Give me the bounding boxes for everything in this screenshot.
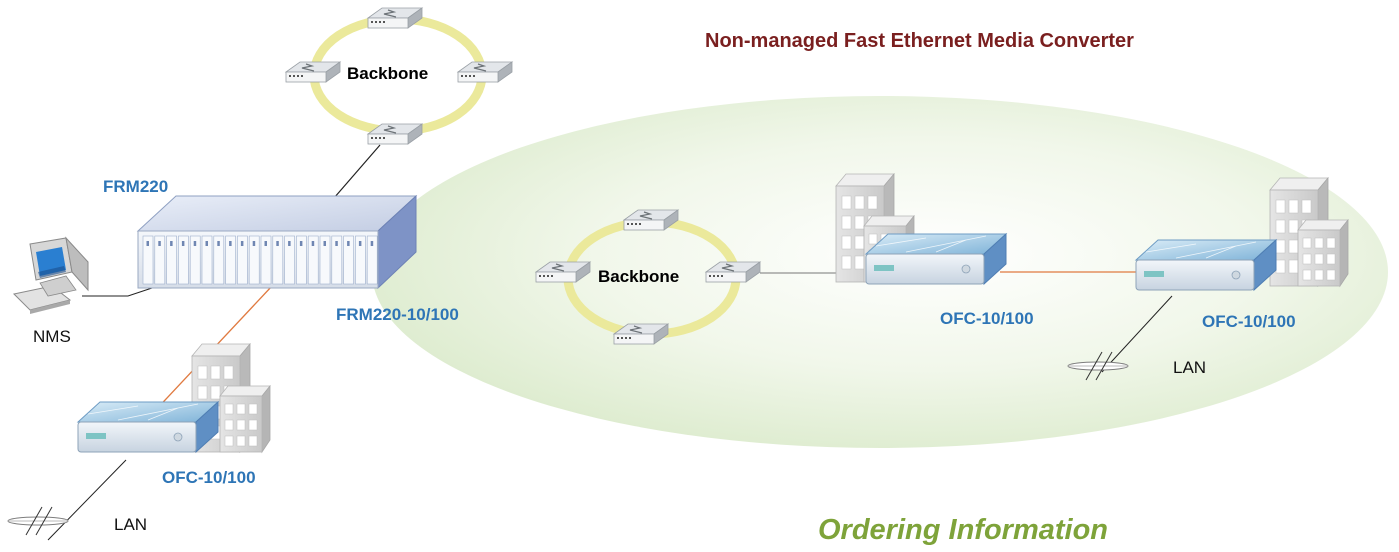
chassis-slot — [154, 235, 166, 285]
chassis-slot — [189, 235, 201, 285]
chassis-slot — [166, 235, 177, 285]
chassis-slot-led — [252, 241, 256, 246]
lan-left-label: LAN — [114, 515, 148, 534]
chassis-slot — [331, 235, 343, 285]
chassis-slot — [343, 235, 354, 285]
backbone-ring-left — [285, 7, 513, 145]
chassis-slot-led — [181, 241, 185, 246]
ofc-converter-left-icon — [77, 401, 219, 453]
chassis-slot-led — [335, 241, 338, 246]
lan-right-label: LAN — [1173, 358, 1207, 377]
chassis-slot-led — [323, 241, 326, 246]
chassis-slot — [225, 235, 236, 285]
links — [47, 144, 1173, 541]
backbone-left-label: Backbone — [347, 64, 429, 83]
chassis-slot — [201, 235, 213, 285]
link-ring-to-frm220 — [333, 144, 381, 199]
chassis-slot — [237, 235, 248, 285]
link-ofc-right-to-lan — [1101, 295, 1173, 373]
frm220-card-label: FRM220-10/100 — [336, 305, 459, 324]
link-ofc-left-to-lan — [47, 459, 127, 541]
chassis-slot — [366, 235, 378, 285]
page-title: Non-managed Fast Ethernet Media Converte… — [705, 30, 1134, 52]
chassis-slot-led — [347, 241, 350, 246]
ordering-information-heading: Ordering Information — [818, 514, 1108, 546]
chassis-slot-led — [240, 241, 244, 246]
frm220-slots — [142, 235, 378, 285]
chassis-slot-led — [146, 241, 149, 246]
chassis-slot-led — [299, 241, 303, 246]
chassis-slot-led — [311, 241, 315, 246]
switch-icon — [457, 61, 513, 83]
backbone-right-label: Backbone — [598, 267, 680, 286]
link-nms-to-frm220 — [82, 287, 153, 297]
chassis-slot — [319, 235, 331, 285]
chassis-slot — [248, 235, 260, 285]
chassis-slot — [355, 235, 366, 285]
frm220-chassis — [136, 194, 418, 290]
chassis-slot-led — [158, 241, 161, 246]
chassis-slot-led — [288, 241, 291, 246]
ofc-mid-label: OFC-10/100 — [940, 309, 1034, 328]
chassis-slot-led — [370, 241, 374, 246]
chassis-slot-led — [170, 241, 173, 246]
ofc-converter-mid-icon — [865, 233, 1007, 285]
nms-label: NMS — [33, 327, 71, 346]
chassis-slot-led — [217, 241, 220, 246]
ofc-left-label: OFC-10/100 — [162, 468, 256, 487]
chassis-slot — [296, 235, 307, 285]
chassis-slot-led — [193, 241, 197, 246]
building-icon — [1269, 177, 1349, 287]
chassis-slot-led — [229, 241, 232, 246]
chassis-slot-led — [264, 241, 267, 246]
chassis-slot — [272, 235, 284, 285]
chassis-slot — [213, 235, 225, 285]
ofc-converter-right-icon — [1135, 239, 1277, 291]
chassis-slot — [142, 235, 154, 285]
ofc-right-label: OFC-10/100 — [1202, 312, 1296, 331]
chassis-slot-led — [205, 241, 208, 246]
switch-icon — [285, 61, 341, 83]
chassis-slot-led — [358, 241, 362, 246]
lan-segment-left-icon — [7, 506, 69, 536]
chassis-slot-led — [276, 241, 279, 246]
backbone-ring-right — [535, 209, 761, 345]
chassis-slot — [284, 235, 295, 285]
chassis-slot — [260, 235, 272, 285]
chassis-slot — [178, 235, 189, 285]
frm220-label: FRM220 — [103, 177, 169, 196]
nms-computer-icon — [12, 236, 89, 314]
chassis-slot — [307, 235, 319, 285]
switch-icon — [367, 7, 423, 29]
